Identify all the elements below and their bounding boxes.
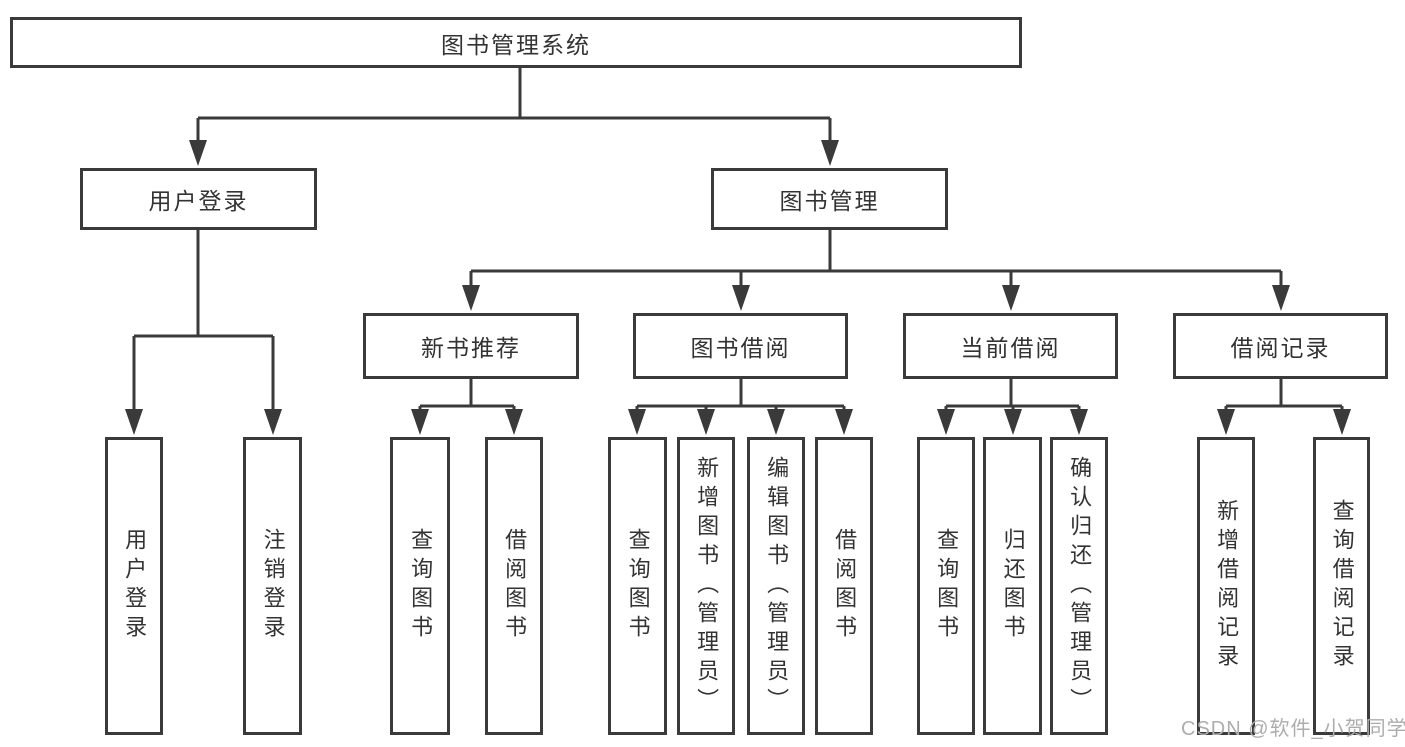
node-leaf-confirm-return-admin: 确认归还（管理员） [1050, 437, 1108, 735]
node-label: 查询图书 [934, 528, 960, 644]
node-leaf-query-books-recommend: 查询图书 [390, 437, 450, 735]
node-label: 归还图书 [1000, 528, 1026, 644]
node-leaf-borrow-books-recommend: 借阅图书 [485, 437, 543, 735]
node-label: 用户登录 [122, 528, 148, 644]
node-label: 图书借阅 [690, 335, 791, 361]
node-leaf-add-book-admin: 新增图书（管理员） [677, 437, 735, 735]
node-leaf-borrow-books-borrowing: 借阅图书 [815, 437, 873, 735]
node-leaf-add-borrow-record: 新增借阅记录 [1197, 437, 1255, 735]
node-user-login: 用户登录 [80, 168, 317, 230]
node-current-borrowing: 当前借阅 [903, 313, 1118, 379]
node-label: 新增借阅记录 [1214, 499, 1240, 673]
node-new-book-recommend: 新书推荐 [363, 313, 579, 379]
node-label: 查询图书 [625, 528, 651, 644]
node-leaf-query-borrow-record: 查询借阅记录 [1313, 437, 1370, 735]
node-label: 查询图书 [408, 528, 434, 644]
node-label: 图书管理 [779, 188, 880, 214]
arrowheads [125, 140, 1351, 435]
node-label: 注销登录 [260, 528, 286, 644]
node-label: 查询借阅记录 [1329, 499, 1355, 673]
node-label: 当前借阅 [960, 335, 1061, 361]
node-leaf-query-books-current: 查询图书 [917, 437, 975, 735]
node-label: 新增图书（管理员） [694, 455, 720, 717]
node-book-borrowing: 图书借阅 [633, 313, 848, 379]
node-leaf-user-login: 用户登录 [105, 437, 163, 735]
node-label: 用户登录 [148, 188, 249, 214]
node-label: 借阅图书 [502, 528, 528, 644]
csdn-watermark: CSDN @软件_小贺同学 [1181, 718, 1405, 740]
node-label: 图书管理系统 [441, 31, 591, 58]
node-label: 借阅记录 [1230, 335, 1331, 361]
node-label: 借阅图书 [832, 528, 858, 644]
node-leaf-return-books: 归还图书 [983, 437, 1042, 735]
node-leaf-edit-book-admin: 编辑图书（管理员） [747, 437, 805, 735]
node-book-management: 图书管理 [711, 168, 948, 230]
node-leaf-logout-login: 注销登录 [243, 437, 302, 735]
node-borrow-records: 借阅记录 [1173, 313, 1388, 379]
node-root-system: 图书管理系统 [10, 17, 1022, 68]
node-label: 编辑图书（管理员） [764, 455, 790, 717]
node-label: 新书推荐 [421, 335, 521, 361]
node-leaf-query-books-borrowing: 查询图书 [608, 437, 667, 735]
node-label: 确认归还（管理员） [1067, 455, 1093, 717]
